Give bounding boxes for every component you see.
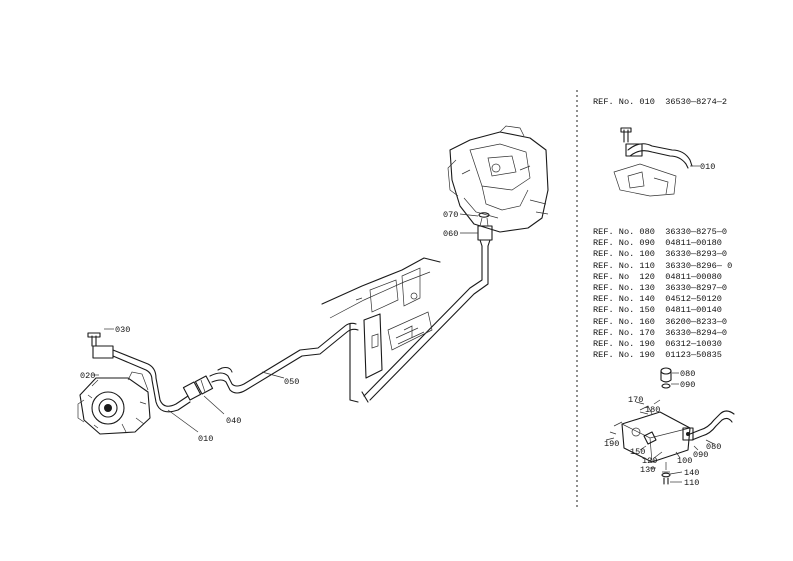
pipe-riser [361, 245, 489, 403]
detail-010-drawing [613, 127, 700, 197]
leader-lines [93, 213, 479, 433]
callout-030: 030 [115, 325, 130, 335]
detail-callout-080: 080 [680, 369, 695, 379]
detail-callout-010: 010 [700, 162, 715, 172]
ref-list-item: REF. No. 110 36330—8296— 0 [593, 260, 733, 271]
detail-callout-110: 110 [684, 478, 699, 488]
ref-list-item: REF. No 120 04811—00080 [593, 271, 722, 282]
pipe-050 [209, 322, 359, 394]
callout-040: 040 [226, 416, 241, 426]
callout-020: 020 [80, 371, 95, 381]
ref-list-item: REF. No. 130 36330—8297—0 [593, 282, 728, 293]
ref-list-item: REF. No. 080 36330—8275—0 [593, 227, 728, 237]
callout-070: 070 [443, 210, 458, 220]
detail-callout-170: 170 [628, 395, 643, 405]
detail-callout-100: 100 [677, 456, 692, 466]
detail-callout-190: 190 [604, 439, 619, 449]
detail-callout-120: 120 [642, 456, 657, 466]
ref-header: REF. No. 010 36530—8274—2 [593, 97, 728, 107]
joint-040 [182, 375, 214, 401]
ref-list-item: REF. No. 160 36200—8233—0 [593, 316, 728, 327]
detail-callout-080-b: 080 [706, 442, 721, 452]
callout-060: 060 [443, 229, 458, 239]
ref-list-item: REF. No. 170 36330—8294—0 [593, 327, 728, 338]
mounting-bracket [321, 257, 441, 403]
ref-list-item: REF. No. 090 04811—00180 [593, 238, 722, 249]
ref-list-item: REF. No. 190 06312—10030 [593, 338, 722, 349]
detail-callout-180: 180 [645, 405, 660, 415]
detail-filter-drawing [605, 367, 735, 485]
ref-list-item: REF. No. 150 04811—00140 [593, 305, 722, 316]
detail-callout-130: 130 [640, 465, 655, 475]
hydraulic-pump [77, 371, 151, 435]
callout-010: 010 [198, 434, 213, 444]
ref-list-item: REF. No. 190 01123—50835 [593, 350, 722, 361]
engine-block [447, 125, 549, 233]
detail-callout-140: 140 [684, 468, 699, 478]
callout-050: 050 [284, 377, 299, 387]
ref-list-item: REF. No. 140 04512—50120 [593, 294, 722, 305]
ref-list-item: REF. No. 100 36330—8293—0 [593, 249, 728, 260]
detail-callout-090: 090 [680, 380, 695, 390]
detail-callout-150: 150 [630, 447, 645, 457]
detail-callout-090-b: 090 [693, 450, 708, 460]
